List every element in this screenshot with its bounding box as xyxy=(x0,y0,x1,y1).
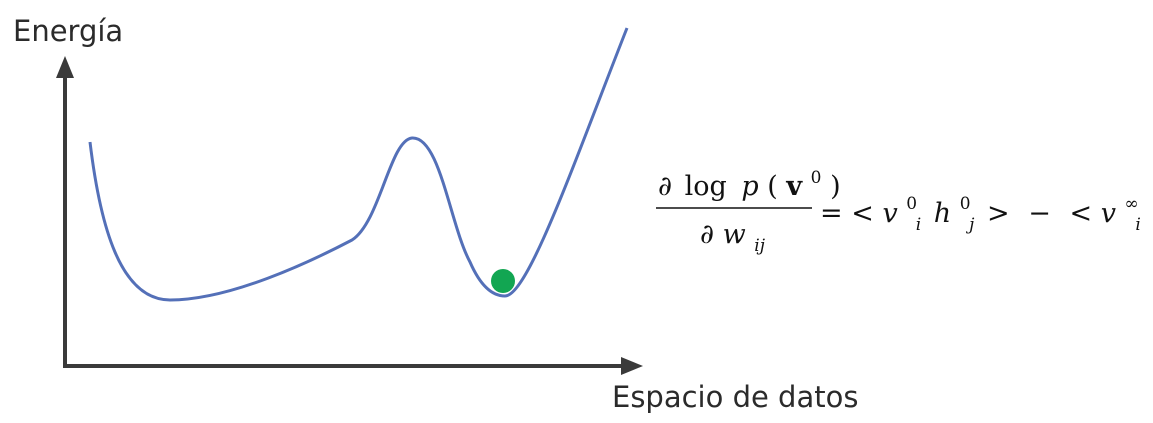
rhs-v-2: v xyxy=(1101,198,1116,229)
y-axis-label: Energía xyxy=(13,14,123,48)
rhs-lt-2: < xyxy=(1069,198,1092,229)
numerator-v: v xyxy=(785,171,803,202)
equation: ∂ log p ( v 0 ) ∂ w ij = < v 0 i h 0 j >… xyxy=(656,159,1153,256)
numerator-log: log xyxy=(685,171,727,202)
energy-curve xyxy=(88,27,629,302)
rhs-h-1-sub: j xyxy=(965,215,975,235)
numerator-p: p xyxy=(741,171,758,202)
rhs-v-1: v xyxy=(882,198,897,229)
numerator-v-sup: 0 xyxy=(811,168,822,188)
rhs-v-1-sub: i xyxy=(916,215,921,235)
rhs-h-1-sup: 0 xyxy=(960,194,971,214)
denominator-w-sub: ij xyxy=(754,236,765,256)
rhs-v-1-sup: 0 xyxy=(906,194,917,214)
numerator-open-paren: ( xyxy=(767,171,778,202)
equation-denominator: ∂ w ij xyxy=(700,219,766,256)
x-axis-arrowhead xyxy=(621,357,643,375)
rhs-gt-1: > xyxy=(987,198,1010,229)
rhs-v-2-sup: ∞ xyxy=(1125,194,1139,214)
numerator-close-paren: ) xyxy=(830,171,841,202)
numerator-partial: ∂ xyxy=(658,171,672,202)
y-axis-arrowhead xyxy=(56,56,74,78)
equation-numerator: ∂ log p ( v 0 ) xyxy=(658,159,841,202)
rhs-h-1: h xyxy=(934,198,951,229)
rhs-lt-1: < xyxy=(851,198,874,229)
rhs-v-2-sub: i xyxy=(1135,215,1140,235)
denominator-partial: ∂ xyxy=(700,219,714,250)
equation-rhs: = < v 0 i h 0 j > − < v ∞ i h ∞ j > xyxy=(820,185,1153,237)
rhs-equals: = xyxy=(820,198,843,229)
rhs-minus: − xyxy=(1028,198,1051,229)
axes xyxy=(56,56,643,375)
x-axis-label: Espacio de datos xyxy=(612,380,858,414)
denominator-w: w xyxy=(723,219,746,250)
minimum-marker xyxy=(491,269,515,293)
